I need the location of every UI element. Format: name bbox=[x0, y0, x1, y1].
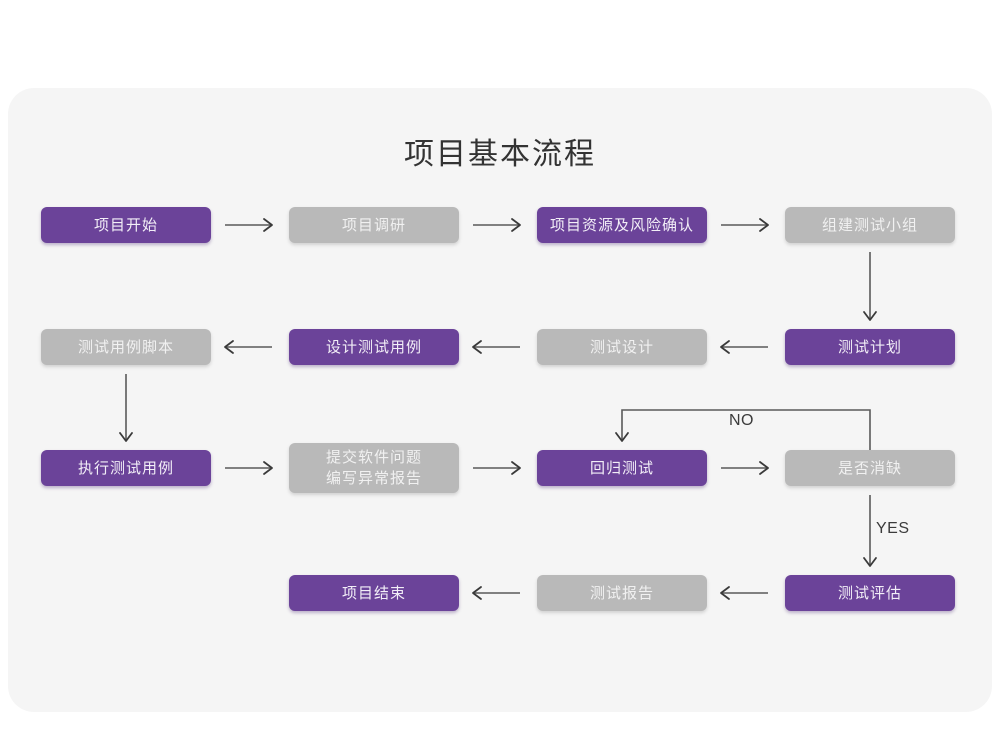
node-regression-test[interactable]: 回归测试 bbox=[537, 450, 707, 486]
node-test-evaluation[interactable]: 测试评估 bbox=[785, 575, 955, 611]
flowchart-card bbox=[8, 88, 992, 712]
node-design-test-case[interactable]: 设计测试用例 bbox=[289, 329, 459, 365]
node-project-research[interactable]: 项目调研 bbox=[289, 207, 459, 243]
node-project-end[interactable]: 项目结束 bbox=[289, 575, 459, 611]
edge-label-no: NO bbox=[729, 412, 754, 429]
node-defect-cleared-decision[interactable]: 是否消缺 bbox=[785, 450, 955, 486]
node-test-case-script[interactable]: 测试用例脚本 bbox=[41, 329, 211, 365]
node-test-plan[interactable]: 测试计划 bbox=[785, 329, 955, 365]
node-execute-test-case[interactable]: 执行测试用例 bbox=[41, 450, 211, 486]
edge-label-yes: YES bbox=[876, 520, 910, 537]
node-project-start[interactable]: 项目开始 bbox=[41, 207, 211, 243]
node-build-test-team[interactable]: 组建测试小组 bbox=[785, 207, 955, 243]
node-submit-issue-report[interactable]: 提交软件问题 编写异常报告 bbox=[289, 443, 459, 493]
node-resource-risk-confirm[interactable]: 项目资源及风险确认 bbox=[537, 207, 707, 243]
node-test-design[interactable]: 测试设计 bbox=[537, 329, 707, 365]
node-test-report[interactable]: 测试报告 bbox=[537, 575, 707, 611]
page-title: 项目基本流程 bbox=[404, 138, 596, 171]
